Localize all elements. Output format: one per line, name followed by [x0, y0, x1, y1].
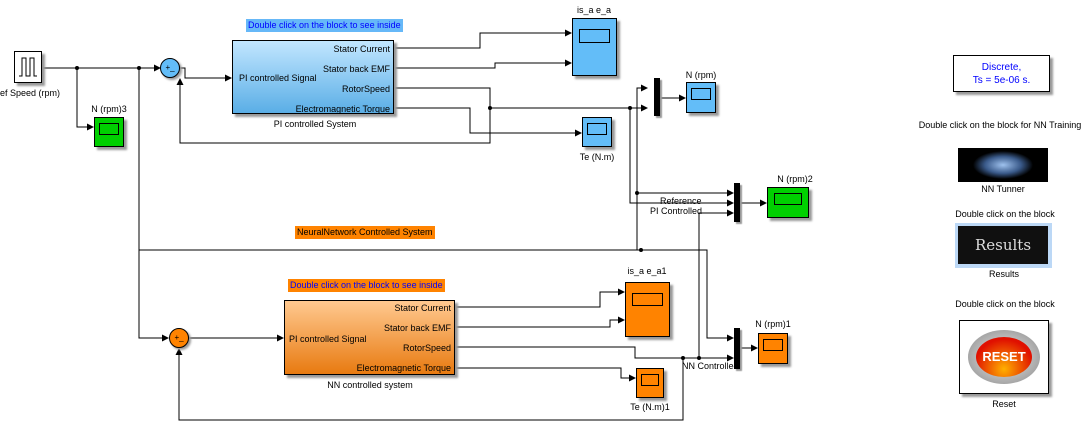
nn-training-hint: Double click on the block for NN Trainin…: [918, 120, 1082, 130]
output-port-label: RotorSpeed: [402, 343, 451, 353]
results-hint: Double click on the block: [955, 209, 1055, 219]
scope-label: Te (N.m)1: [630, 402, 670, 412]
reset-button-text: RESET: [976, 337, 1032, 377]
nn-annotation: Double click on the block to see inside: [288, 279, 445, 292]
reset-hint: Double click on the block: [955, 299, 1055, 309]
mux-pi[interactable]: [654, 78, 660, 116]
mux-compare[interactable]: [734, 183, 740, 222]
nn-tunner-label: NN Tunner: [981, 184, 1025, 194]
pulse-generator-block[interactable]: [14, 51, 42, 83]
results-chalkboard-icon: Results: [958, 226, 1048, 264]
reset-block[interactable]: RESET: [959, 320, 1049, 394]
input-port-label: PI controlled Signal: [289, 334, 367, 344]
scope-label: Te (N.m): [579, 152, 615, 162]
input-port-label: PI controlled Signal: [239, 73, 317, 83]
scope-label: N (rpm): [685, 70, 717, 80]
nn-controlled-system-block[interactable]: PI controlled Signal Stator Current Stat…: [284, 300, 455, 375]
output-port-label: Stator back EMF: [383, 323, 451, 333]
scope-n-rpm1[interactable]: [758, 333, 788, 364]
scope-label: is_a e_a1: [627, 266, 667, 276]
reset-button-icon: RESET: [968, 330, 1040, 384]
powergui-line1: Discrete,: [981, 62, 1022, 73]
nn-tunner-brain-icon[interactable]: [958, 148, 1048, 182]
scope-label: is_a e_a: [576, 5, 612, 15]
mux-nn[interactable]: [734, 328, 740, 369]
output-port-label: Electromagnetic Torque: [356, 363, 451, 373]
sum-block-pi[interactable]: +_: [160, 58, 180, 78]
powergui-block[interactable]: Discrete, Ts = 5e-06 s.: [953, 55, 1050, 92]
scope-compare[interactable]: [767, 187, 809, 218]
scope-label: N (rpm)3: [91, 104, 127, 114]
pi-annotation: Double click on the block to see inside: [246, 19, 403, 32]
pulse-generator-icon: [19, 57, 37, 77]
scope-is-ea[interactable]: [572, 18, 617, 76]
nn-system-label: NN controlled system: [327, 380, 413, 390]
mux-input-label: NN Controlled: [682, 361, 739, 371]
reset-label: Reset: [992, 399, 1016, 409]
output-port-label: Stator Current: [333, 44, 390, 54]
powergui-line2: Ts = 5e-06 s.: [972, 75, 1031, 86]
scope-label: N (rpm)2: [777, 174, 813, 184]
pi-system-label: PI controlled System: [273, 119, 357, 129]
results-block[interactable]: Results: [955, 223, 1052, 268]
scope-te[interactable]: [582, 117, 612, 147]
scope-te1[interactable]: [636, 368, 664, 398]
pulse-generator-label: ef Speed (rpm): [0, 88, 61, 98]
output-port-label: Stator back EMF: [322, 64, 390, 74]
output-port-label: Electromagnetic Torque: [295, 104, 390, 114]
scope-ref[interactable]: [94, 117, 124, 147]
sum-block-nn[interactable]: +_: [169, 328, 189, 348]
output-port-label: RotorSpeed: [341, 84, 390, 94]
mux-input-label: PI Controlled: [650, 206, 703, 216]
scope-is-ea1[interactable]: [625, 282, 670, 337]
scope-label: N (rpm)1: [755, 319, 791, 329]
mux-input-label: Reference: [660, 196, 702, 206]
nn-system-title: NeuralNetwork Controlled System: [295, 226, 435, 239]
results-label: Results: [988, 269, 1020, 279]
scope-n-rpm[interactable]: [686, 82, 716, 113]
output-port-label: Stator Current: [394, 303, 451, 313]
pi-controlled-system-block[interactable]: PI controlled Signal Stator Current Stat…: [232, 40, 394, 114]
